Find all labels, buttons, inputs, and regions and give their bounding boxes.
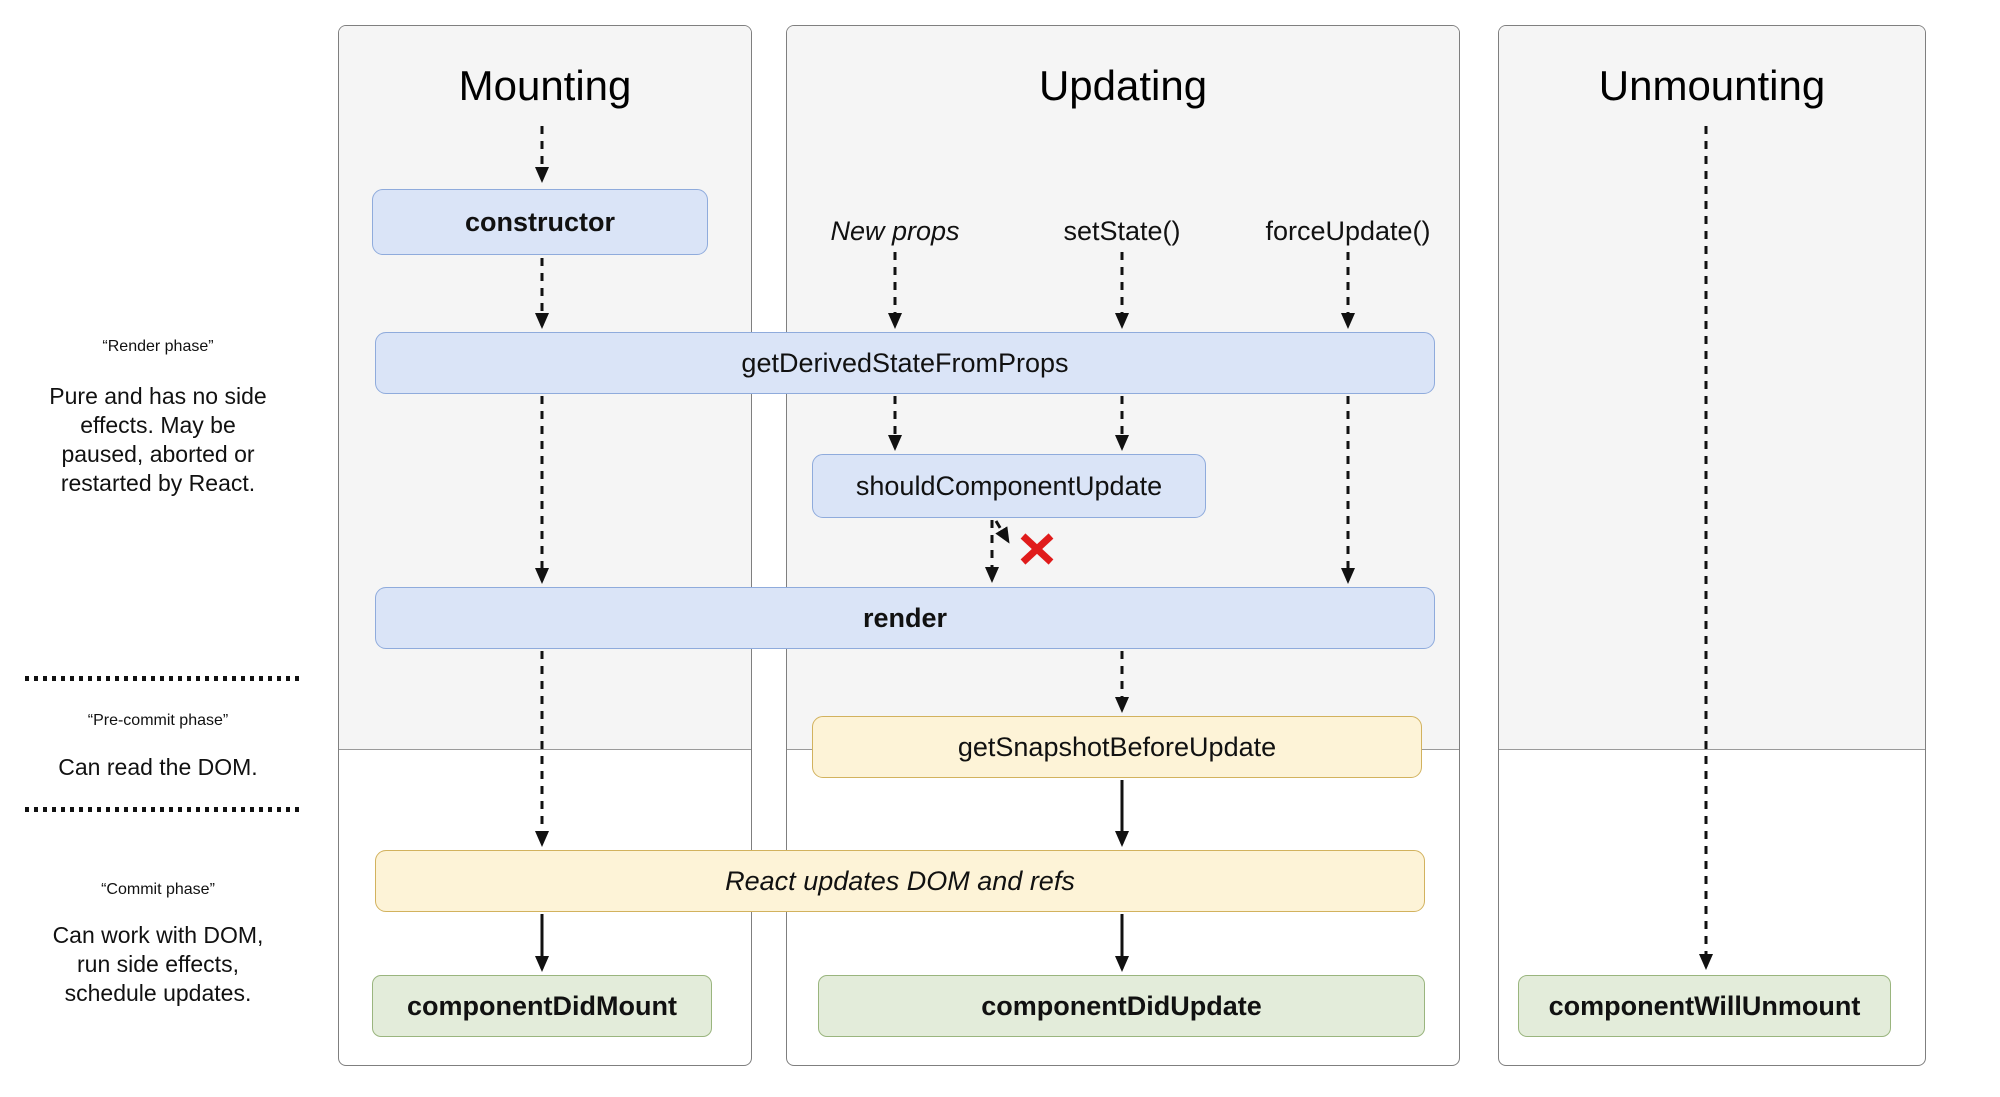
constructor-box: constructor bbox=[372, 189, 708, 255]
render-phase-description: Pure and has no side effects. May be pau… bbox=[22, 382, 294, 498]
get-derived-state-from-props-box: getDerivedStateFromProps bbox=[375, 332, 1435, 394]
render-phase-line: Pure and has no side bbox=[49, 383, 267, 409]
pre-commit-phase-line: Can read the DOM. bbox=[58, 754, 258, 780]
render-phase-line: restarted by React. bbox=[60, 470, 256, 496]
pre-commit-phase-title: “Pre-commit phase” bbox=[87, 712, 229, 729]
get-snapshot-before-update-box: getSnapshotBeforeUpdate bbox=[812, 716, 1422, 778]
commit-phase-title: “Commit phase” bbox=[101, 881, 215, 898]
skip-render-x-icon bbox=[1020, 533, 1054, 565]
new-props-label: New props bbox=[830, 216, 960, 246]
render-phase-line: paused, aborted or bbox=[61, 441, 255, 467]
commit-phase-line: run side effects, bbox=[77, 951, 239, 977]
pre-commit-phase-description: Can read the DOM. bbox=[22, 753, 294, 782]
component-will-unmount-box: componentWillUnmount bbox=[1518, 975, 1891, 1037]
updating-column-title: Updating bbox=[1038, 62, 1208, 109]
commit-phase-line: schedule updates. bbox=[64, 980, 252, 1006]
should-component-update-box: shouldComponentUpdate bbox=[812, 454, 1206, 518]
phase-divider-dotted-line bbox=[25, 676, 302, 681]
render-box: render bbox=[375, 587, 1435, 649]
react-updates-dom-box: React updates DOM and refs bbox=[375, 850, 1425, 912]
commit-phase-description: Can work with DOM, run side effects, sch… bbox=[22, 921, 294, 1008]
commit-phase-line: Can work with DOM, bbox=[52, 922, 264, 948]
component-did-mount-box: componentDidMount bbox=[372, 975, 712, 1037]
setstate-label: setState() bbox=[1063, 216, 1181, 246]
render-phase-line: effects. May be bbox=[80, 412, 236, 438]
render-phase-title: “Render phase” bbox=[102, 338, 214, 355]
unmounting-column-panel: Unmounting bbox=[1498, 25, 1926, 1066]
forceupdate-label: forceUpdate() bbox=[1265, 216, 1431, 246]
component-did-update-box: componentDidUpdate bbox=[818, 975, 1425, 1037]
unmounting-column-title: Unmounting bbox=[1598, 62, 1826, 109]
mounting-column-title: Mounting bbox=[458, 62, 632, 109]
arrow-shouldupdate-false-branch bbox=[994, 520, 1010, 544]
phase-divider-dotted-line bbox=[25, 807, 302, 812]
unmounting-render-phase-region bbox=[1499, 26, 1925, 750]
